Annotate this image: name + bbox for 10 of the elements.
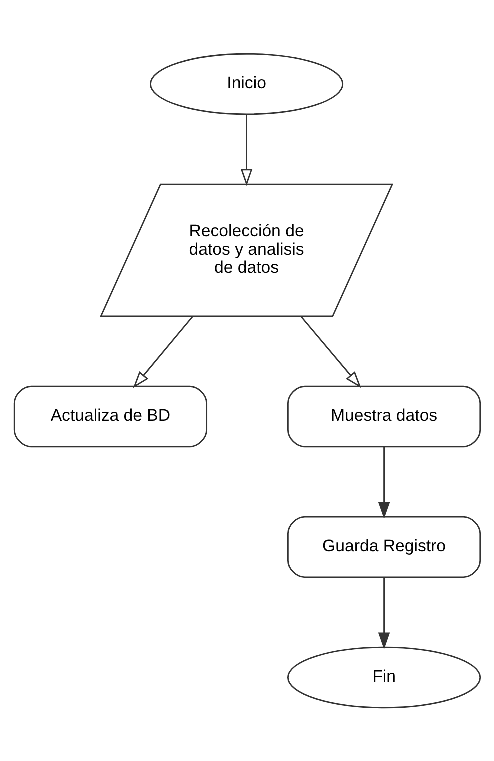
arrow (300, 316, 361, 388)
arrow (378, 577, 390, 650)
node-box: Guarda Registro (286, 516, 481, 578)
arrow (240, 114, 252, 186)
node-ellipse: Fin (286, 646, 481, 708)
arrow (132, 316, 194, 388)
node-box: Muestra datos (286, 385, 481, 448)
node-box: Actualiza de BD (13, 385, 208, 448)
arrow (378, 446, 390, 519)
node-ellipse: Inicio (150, 52, 344, 115)
